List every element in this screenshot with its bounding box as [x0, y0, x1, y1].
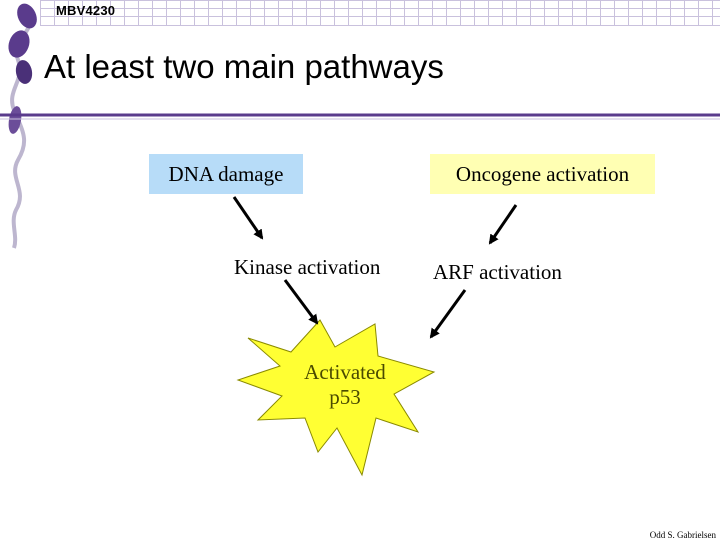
course-code: MBV4230	[56, 3, 116, 18]
activated-p53-label: Activated p53	[270, 360, 420, 410]
dna-damage-box: DNA damage	[149, 154, 303, 194]
activated-p53-burst	[236, 319, 436, 477]
arrow-arf-to-p53	[429, 289, 467, 339]
oncogene-activation-box: Oncogene activation	[430, 154, 655, 194]
bead-chain-decoration	[8, 3, 37, 249]
header-grid	[40, 0, 720, 26]
footer-author: Odd S. Gabrielsen	[649, 530, 716, 540]
activated-p53-line1: Activated	[304, 360, 386, 384]
arrow-oncogene-to-arf	[488, 204, 518, 245]
arf-activation-label: ARF activation	[433, 260, 562, 284]
kinase-activation-label: Kinase activation	[234, 255, 381, 279]
slide-title: At least two main pathways	[44, 48, 444, 85]
activated-p53-line2: p53	[329, 385, 361, 409]
title-divider	[0, 113, 720, 120]
arrow-dna-to-kinase	[232, 196, 264, 240]
arrow-kinase-to-p53	[283, 279, 319, 325]
